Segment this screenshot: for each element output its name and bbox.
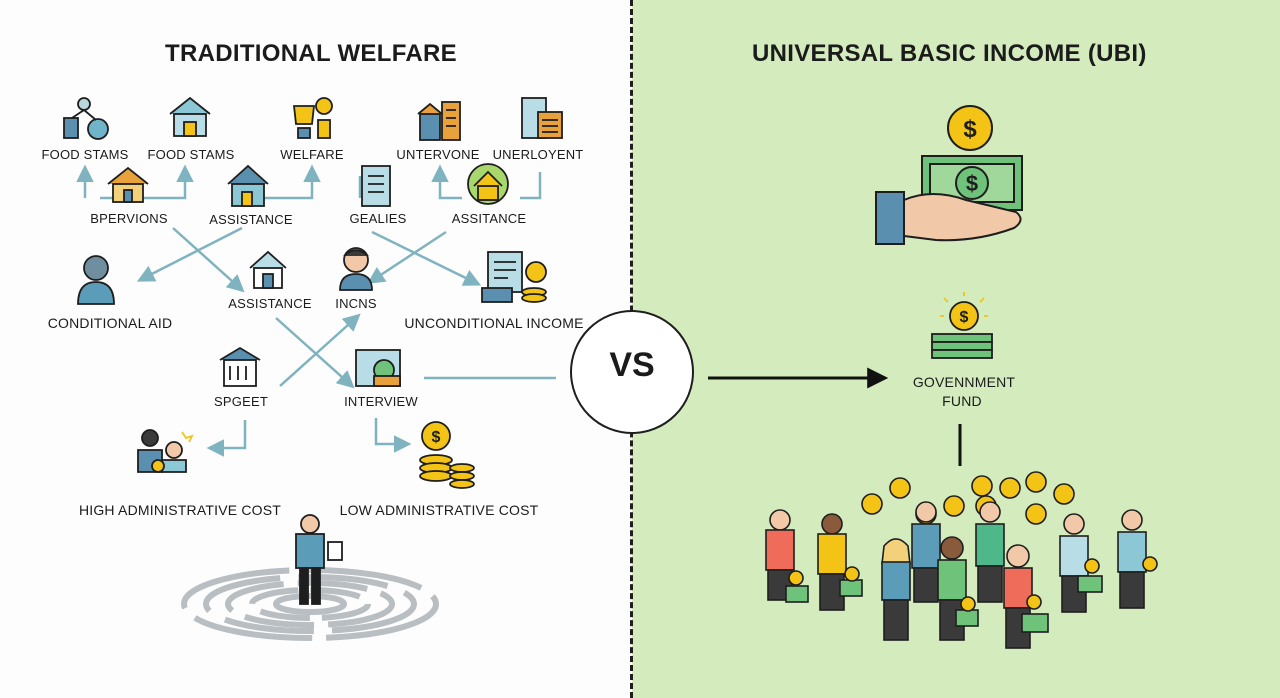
coins-cloud bbox=[861, 471, 1075, 525]
hut-icon bbox=[107, 166, 149, 203]
house-icon bbox=[227, 164, 269, 207]
label-food-stamps-2: FOOD STAMS bbox=[147, 147, 235, 162]
fund-icon: $ bbox=[931, 292, 993, 359]
svg-text:$: $ bbox=[966, 171, 978, 196]
label-low-admin-cost: LOW ADMINISTRATIVE COST bbox=[339, 502, 539, 518]
apple-ingredients-icon bbox=[63, 97, 109, 140]
interview-icon bbox=[355, 349, 401, 387]
label-assistance-1: ASSISTANCE bbox=[209, 212, 293, 227]
label-unconditional-income: UNCONDITIONAL INCOME bbox=[404, 315, 584, 331]
label-incns: INCNS bbox=[335, 296, 377, 311]
label-conditional-aid: CONDITIONAL AID bbox=[47, 315, 173, 331]
label-interview: INTERVIEW bbox=[344, 394, 418, 409]
house-icon bbox=[249, 250, 287, 289]
label-food-stamps-1: FOOD STAMS bbox=[41, 147, 129, 162]
label-assistance-2: ASSITANCE bbox=[451, 211, 527, 226]
person-maze-icon bbox=[181, 514, 439, 641]
traditional-welfare-title: TRADITIONAL WELFARE bbox=[165, 40, 457, 67]
label-unemployment-2: UNERLOYENT bbox=[492, 147, 584, 162]
building-icon bbox=[219, 346, 261, 387]
clipboard-icon bbox=[521, 97, 563, 139]
svg-text:$: $ bbox=[432, 429, 441, 446]
coin-stack-icon: $ bbox=[419, 421, 475, 489]
crowd-icon bbox=[765, 471, 1158, 649]
people-coin-icon bbox=[137, 429, 194, 473]
buildings-icon bbox=[417, 101, 461, 141]
flow-arrows bbox=[76, 164, 556, 457]
vs-text: VS bbox=[609, 346, 655, 384]
document-icon bbox=[361, 165, 391, 207]
label-assistance-3: ASSISTANCE bbox=[228, 296, 312, 311]
ubi-title: UNIVERSAL BASIC INCOME (UBI) bbox=[752, 40, 1147, 67]
label-genues: GEALIES bbox=[349, 211, 407, 226]
svg-text:$: $ bbox=[960, 309, 969, 326]
ubi-flow-arrows bbox=[708, 367, 962, 466]
house-coin-icon bbox=[467, 163, 509, 205]
document-coins-icon bbox=[481, 251, 547, 303]
label-welfare: WELFARE bbox=[280, 147, 344, 162]
label-bperviews: BPERVIONS bbox=[90, 211, 168, 226]
person-icon bbox=[77, 255, 115, 305]
trophy-coin-icon bbox=[292, 97, 333, 139]
house-icon bbox=[169, 96, 211, 137]
label-spgeet: SPGEET bbox=[214, 394, 268, 409]
label-government-fund-line2: FUND bbox=[942, 393, 982, 409]
hand-money-icon: $ $ bbox=[875, 105, 1023, 245]
label-high-admin-cost: HIGH ADMINISTRATIVE COST bbox=[78, 502, 282, 518]
label-government-fund-line1: GOVENNMENT bbox=[912, 374, 1016, 390]
person-icon bbox=[339, 247, 373, 291]
svg-text:$: $ bbox=[963, 116, 977, 143]
vs-badge: VS bbox=[570, 310, 694, 434]
label-unemployment-1: UNTERVONE bbox=[396, 147, 480, 162]
